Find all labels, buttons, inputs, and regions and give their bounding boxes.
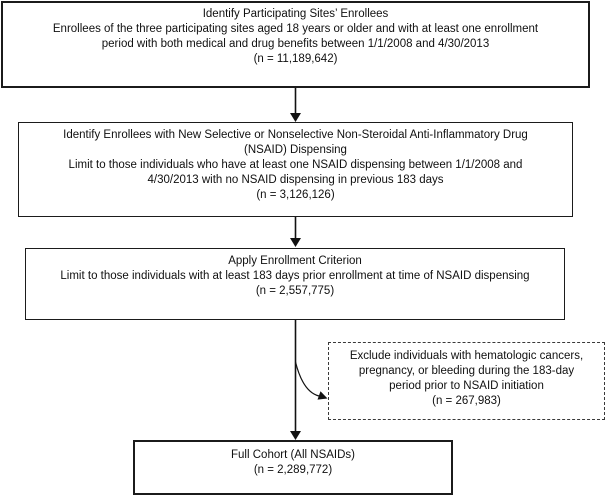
- box-text-line: Enrollees of the three participating sit…: [52, 23, 539, 35]
- box-title: Apply Enrollment Criterion: [228, 255, 362, 267]
- box-title: (NSAID) Dispensing: [244, 144, 347, 156]
- box-count: (n = 2,289,772): [253, 464, 333, 476]
- box-text-line: period prior to NSAID initiation: [389, 380, 544, 392]
- box-count: (n = 267,983): [432, 395, 501, 407]
- box-count: (n = 11,189,642): [253, 53, 338, 65]
- flow-box-full-cohort: Full Cohort (All NSAIDs) (n = 2,289,772): [133, 440, 453, 495]
- box-count: (n = 3,126,126): [256, 189, 335, 201]
- box-text-line: 4/30/2013 with no NSAID dispensing in pr…: [147, 174, 444, 186]
- flow-box-exclusion: Exclude individuals with hematologic can…: [328, 342, 605, 420]
- arrowhead-step1-step2: [290, 113, 301, 122]
- box-title: Identify Enrollees with New Selective or…: [63, 129, 528, 141]
- box-text-line: pregnancy, or bleeding during the 183-da…: [358, 365, 575, 377]
- arrowhead-step2-step3: [290, 238, 301, 247]
- arrowhead-branch-exclusion: [317, 391, 328, 400]
- box-count: (n = 2,557,775): [255, 285, 335, 297]
- box-title: Identify Participating Sites’ Enrollees: [202, 8, 389, 20]
- flow-box-enrollment-criterion: Apply Enrollment Criterion Limit to thos…: [25, 248, 565, 320]
- arrowhead-step3-final: [290, 431, 301, 440]
- flow-box-identify-enrollees: Identify Participating Sites’ Enrollees …: [1, 1, 590, 88]
- box-text-line: Exclude individuals with hematologic can…: [349, 350, 584, 362]
- box-title: Full Cohort (All NSAIDs): [231, 449, 355, 461]
- flow-box-nsaid-dispensing: Identify Enrollees with New Selective or…: [18, 122, 573, 217]
- box-text-line: period with both medical and drug benefi…: [101, 38, 490, 50]
- box-text-line: Limit to those individuals with at least…: [60, 270, 530, 282]
- box-text-line: Limit to those individuals who have at l…: [68, 159, 523, 171]
- connector-branch-exclusion: [294, 361, 320, 397]
